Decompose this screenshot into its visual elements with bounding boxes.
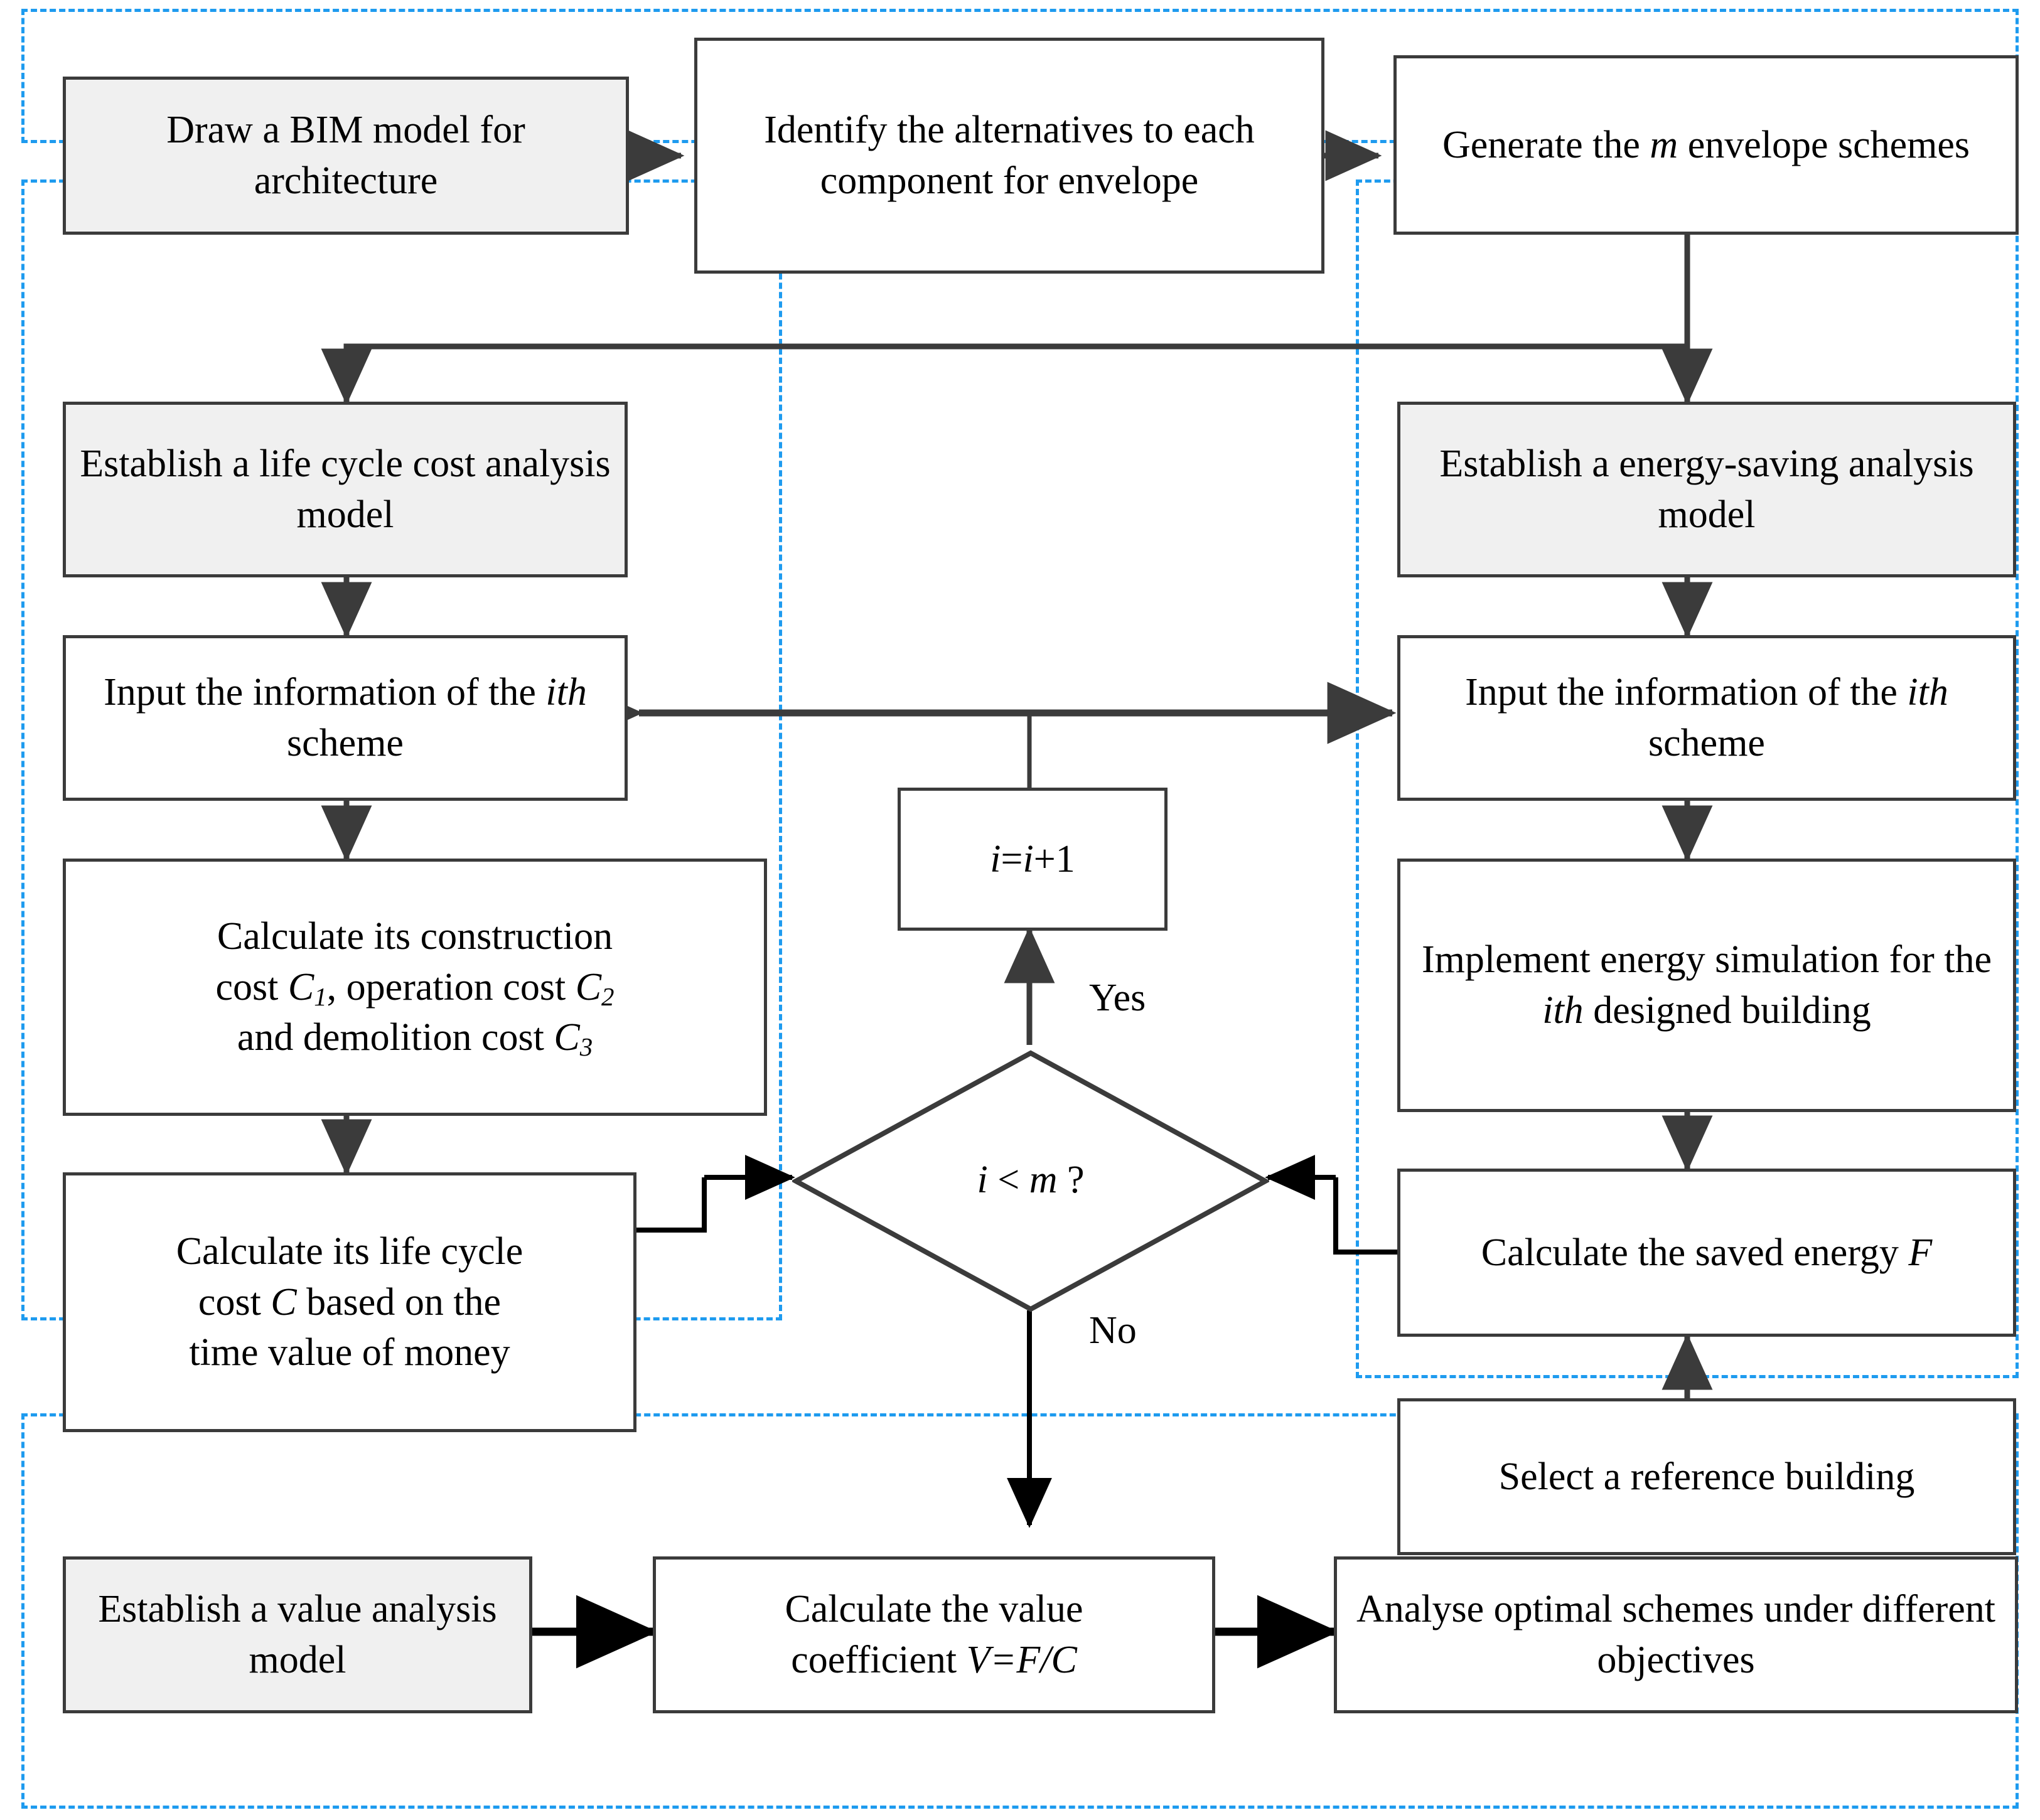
generate-schemes-post: envelope schemes bbox=[1678, 123, 1970, 166]
lcc-costs-line1: Calculate its construction bbox=[217, 915, 613, 958]
energy-input-pre: Input the information of the bbox=[1465, 671, 1908, 714]
node-analyse-optimal-schemes[interactable]: Analyse optimal schemes under different … bbox=[1334, 1556, 2018, 1713]
energy-sim-var-ith: ith bbox=[1542, 989, 1584, 1032]
node-energy-saved[interactable]: Calculate the saved energy F bbox=[1397, 1169, 2016, 1337]
node-value-coefficient[interactable]: Calculate the value coefficient V=F/C bbox=[653, 1556, 1215, 1713]
lcc-total-var-c: C bbox=[271, 1280, 297, 1324]
generate-schemes-var-m: m bbox=[1650, 123, 1678, 166]
node-lcc-input-label: Input the information of the ith scheme bbox=[75, 667, 616, 768]
energy-input-var-ith: ith bbox=[1907, 671, 1948, 714]
node-value-model-label: Establish a value analysis model bbox=[98, 1588, 497, 1681]
node-energy-simulation[interactable]: Implement energy simulation for the ith … bbox=[1397, 859, 2016, 1112]
value-coefficient-var-f: F bbox=[1016, 1639, 1041, 1681]
increment-equals: = bbox=[1001, 837, 1023, 881]
energy-sim-post: designed building bbox=[1583, 989, 1871, 1032]
lcc-costs-c3: C bbox=[554, 1016, 580, 1059]
lcc-total-line2-post: based on the bbox=[296, 1280, 502, 1324]
lcc-costs-line3-pre: and demolition cost bbox=[237, 1016, 554, 1059]
increment-plus-one: +1 bbox=[1033, 837, 1075, 881]
decision-var-m: m bbox=[1029, 1158, 1058, 1201]
node-lcc-total[interactable]: Calculate its life cycle cost C based on… bbox=[63, 1172, 636, 1432]
increment-var-i-left: i bbox=[990, 837, 1001, 881]
node-increment-counter-label: i=i+1 bbox=[910, 834, 1156, 885]
node-energy-input[interactable]: Input the information of the ith scheme bbox=[1397, 635, 2016, 801]
value-coefficient-var-v: V bbox=[966, 1639, 990, 1681]
lcc-costs-c2-sub: 2 bbox=[601, 982, 615, 1011]
node-energy-model-label: Establish a energy-saving analysis model bbox=[1439, 442, 1974, 536]
energy-saved-var-f: F bbox=[1908, 1231, 1933, 1274]
lcc-input-var-ith: ith bbox=[545, 671, 587, 714]
decision-question-mark: ? bbox=[1057, 1158, 1085, 1201]
decision-label: i < m ? bbox=[792, 1130, 1269, 1230]
lcc-total-line3: time value of money bbox=[189, 1331, 510, 1374]
node-value-coefficient-label: Calculate the value coefficient V=F/C bbox=[665, 1584, 1203, 1685]
node-lcc-costs-label: Calculate its construction cost C1, oper… bbox=[75, 911, 755, 1063]
node-energy-simulation-label: Implement energy simulation for the ith … bbox=[1409, 934, 2004, 1036]
energy-input-post: scheme bbox=[1648, 722, 1765, 764]
node-generate-schemes[interactable]: Generate the m envelope schemes bbox=[1393, 55, 2019, 235]
node-identify-alternatives[interactable]: Identify the alternatives to each compon… bbox=[694, 38, 1324, 274]
lcc-total-line2-pre: cost bbox=[198, 1280, 271, 1324]
lcc-costs-c1-sub: 1 bbox=[314, 982, 327, 1011]
node-value-model[interactable]: Establish a value analysis model bbox=[63, 1556, 532, 1713]
decision-var-i: i bbox=[977, 1158, 988, 1201]
generate-schemes-pre: Generate the bbox=[1442, 123, 1650, 166]
node-lcc-model[interactable]: Establish a life cycle cost analysis mod… bbox=[63, 402, 628, 577]
node-draw-bim-model[interactable]: Draw a BIM model for architecture bbox=[63, 77, 629, 235]
lcc-total-line1: Calculate its life cycle bbox=[176, 1230, 523, 1273]
energy-sim-pre: Implement energy simulation for the bbox=[1422, 938, 1992, 982]
node-energy-input-label: Input the information of the ith scheme bbox=[1409, 667, 2004, 768]
value-coefficient-line1: Calculate the value bbox=[785, 1588, 1083, 1631]
node-reference-building-label: Select a reference building bbox=[1498, 1455, 1915, 1498]
node-energy-model[interactable]: Establish a energy-saving analysis model bbox=[1397, 402, 2016, 577]
edge-label-yes: Yes bbox=[1089, 977, 1146, 1019]
value-coefficient-line2-pre: coefficient bbox=[791, 1639, 967, 1681]
node-draw-bim-model-label: Draw a BIM model for architecture bbox=[166, 109, 525, 202]
node-increment-counter[interactable]: i=i+1 bbox=[898, 788, 1168, 931]
node-reference-building[interactable]: Select a reference building bbox=[1397, 1398, 2016, 1555]
energy-saved-pre: Calculate the saved energy bbox=[1481, 1231, 1909, 1274]
edge-label-no: No bbox=[1089, 1309, 1137, 1352]
value-coefficient-equals: = bbox=[990, 1639, 1017, 1681]
node-lcc-input[interactable]: Input the information of the ith scheme bbox=[63, 635, 628, 801]
lcc-costs-c2: C bbox=[575, 965, 602, 1009]
decision-operator: < bbox=[987, 1158, 1029, 1201]
node-lcc-model-label: Establish a life cycle cost analysis mod… bbox=[80, 442, 611, 536]
node-generate-schemes-label: Generate the m envelope schemes bbox=[1405, 120, 2007, 171]
lcc-costs-c1: C bbox=[287, 965, 314, 1009]
decision-diamond bbox=[790, 1049, 1271, 1313]
lcc-input-pre: Input the information of the bbox=[104, 671, 546, 714]
node-lcc-total-label: Calculate its life cycle cost C based on… bbox=[75, 1226, 625, 1378]
lcc-costs-line2-mid: , operation cost bbox=[326, 965, 576, 1009]
node-identify-alternatives-label: Identify the alternatives to each compon… bbox=[764, 109, 1255, 202]
increment-var-i-right: i bbox=[1023, 837, 1034, 881]
node-lcc-costs[interactable]: Calculate its construction cost C1, oper… bbox=[63, 859, 767, 1116]
value-coefficient-var-c: C bbox=[1051, 1639, 1077, 1681]
node-analyse-optimal-schemes-label: Analyse optimal schemes under different … bbox=[1356, 1588, 1996, 1681]
lcc-costs-line2-pre: cost bbox=[215, 965, 288, 1009]
node-energy-saved-label: Calculate the saved energy F bbox=[1409, 1228, 2004, 1278]
value-coefficient-slash: / bbox=[1040, 1639, 1051, 1681]
lcc-input-post: scheme bbox=[287, 722, 404, 764]
lcc-costs-c3-sub: 3 bbox=[579, 1033, 593, 1062]
